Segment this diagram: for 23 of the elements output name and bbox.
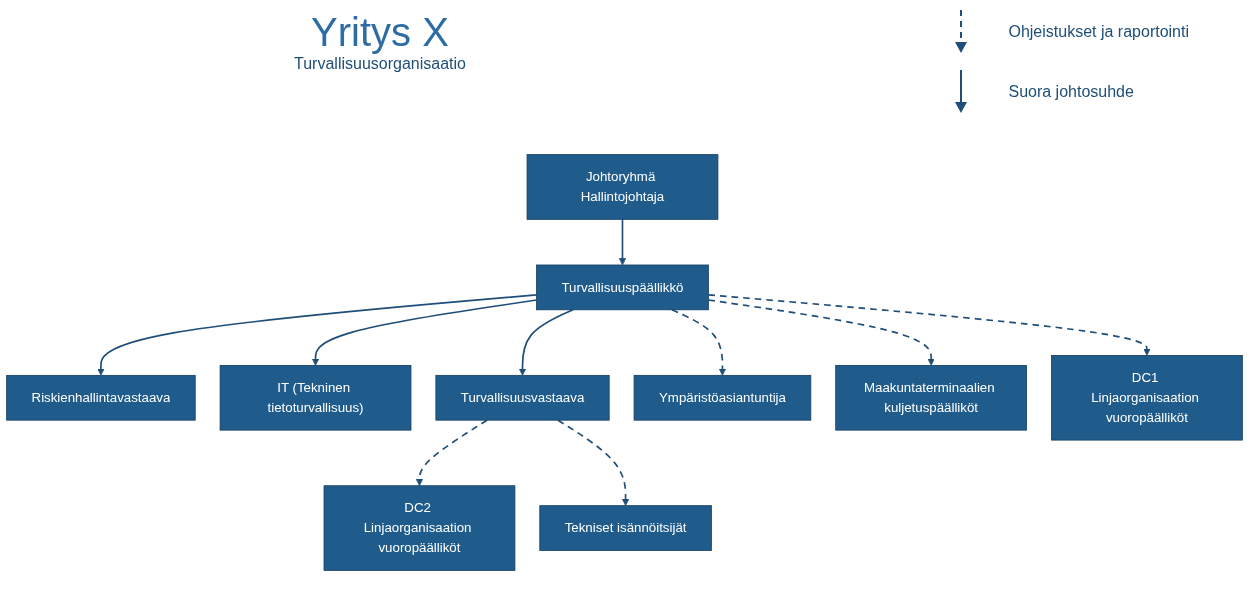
arrow	[707, 293, 1151, 356]
node-box: Johtoryhmä Hallintojohtaja	[526, 154, 719, 220]
node-box: Ympäristöasiantuntija	[633, 374, 812, 421]
node-box: DC2 Linjaorganisaation vuoropäälliköt	[323, 485, 516, 571]
node-box: Turvallisuuspäällikkö	[536, 264, 709, 311]
legend-text: Suora johtosuhde	[1008, 83, 1134, 101]
arrow	[97, 294, 538, 376]
node-box: IT (Tekninen tietoturvallisuus)	[219, 365, 412, 431]
arrow	[415, 419, 488, 487]
arrow	[557, 419, 630, 506]
legend-text: Ohjeistukset ja raportointi	[1008, 23, 1189, 41]
node-box: Tekniset isännöitsijät	[539, 505, 712, 551]
arrow	[618, 218, 627, 266]
arrow	[671, 308, 727, 376]
arrow	[707, 299, 935, 366]
node-box: Maakuntaterminaalien kuljetuspäälliköt	[835, 365, 1027, 431]
arrow	[311, 299, 538, 366]
subtitle: Turvallisuusorganisaatio	[293, 55, 467, 73]
arrow	[518, 308, 574, 376]
title: Yritys X	[310, 10, 450, 55]
node-box: Turvallisuusvastaava	[435, 374, 610, 421]
node-box: DC1 Linjaorganisaation vuoropäälliköt	[1051, 355, 1243, 441]
node-box: Riskienhallintavastaava	[6, 374, 196, 421]
